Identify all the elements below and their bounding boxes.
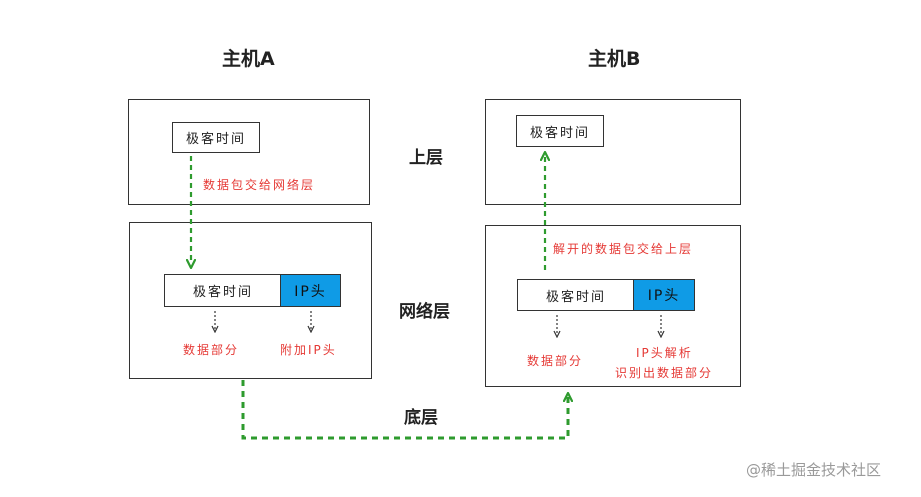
host-b-ip-note-line1: IP头解析 <box>636 346 693 360</box>
host-a-packet-ip-header: IP头 <box>280 274 341 307</box>
host-a-top-packet: 极客时间 <box>172 122 260 153</box>
host-b-packet-ip-header: IP头 <box>633 279 695 311</box>
layer-label-bottom: 底层 <box>404 408 438 428</box>
host-a-title: 主机A <box>222 48 275 70</box>
host-b-packet-data: 极客时间 <box>517 279 635 311</box>
arrow-bottom-link <box>241 380 568 440</box>
host-a-data-note: 数据部分 <box>183 343 240 357</box>
watermark: @稀土掘金技术社区 <box>746 461 882 479</box>
host-a-ip-note: 附加IP头 <box>280 343 337 357</box>
host-b-top-packet: 极客时间 <box>516 115 604 147</box>
host-b-data-note: 数据部分 <box>527 354 584 368</box>
host-b-title: 主机B <box>588 48 641 70</box>
host-b-handoff-note: 解开的数据包交给上层 <box>553 242 694 256</box>
host-b-ip-note-line2: 识别出数据部分 <box>615 366 714 380</box>
layer-label-network: 网络层 <box>399 302 450 322</box>
layer-label-upper: 上层 <box>409 148 443 168</box>
host-a-handoff-note: 数据包交给网络层 <box>203 178 316 192</box>
host-a-packet-data: 极客时间 <box>164 274 282 307</box>
